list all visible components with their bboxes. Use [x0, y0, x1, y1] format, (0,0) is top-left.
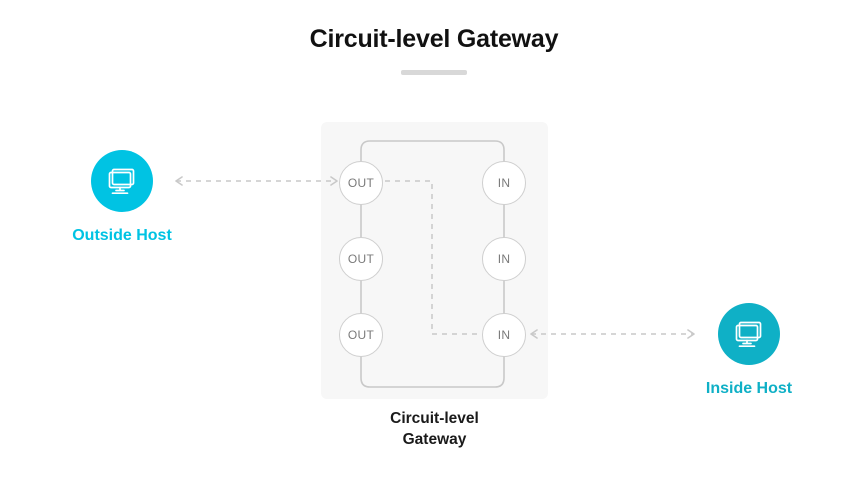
page-title: Circuit-level Gateway — [309, 25, 559, 53]
gateway-caption-line-2: Gateway — [402, 430, 467, 448]
port-in-3[interactable]: IN — [482, 313, 526, 357]
port-out-2[interactable]: OUT — [339, 237, 383, 281]
desktop-monitor-icon — [108, 168, 135, 195]
gateway-caption: Circuit-level Gateway — [321, 409, 548, 451]
port-in-1-label: IN — [497, 176, 511, 190]
outside-host-avatar — [91, 150, 153, 212]
inside-host-avatar — [718, 303, 780, 365]
port-out-1-label: OUT — [347, 176, 375, 190]
outside-host-label: Outside Host — [72, 227, 172, 244]
node-inside-host[interactable]: Inside Host — [659, 303, 839, 398]
title-divider — [401, 69, 467, 75]
port-in-3-label: IN — [497, 328, 511, 342]
port-out-3-label: OUT — [347, 328, 375, 342]
header: Circuit-level Gateway — [0, 25, 868, 75]
port-out-2-label: OUT — [347, 252, 375, 266]
port-in-1[interactable]: IN — [482, 161, 526, 205]
port-out-1[interactable]: OUT — [339, 161, 383, 205]
node-outside-host[interactable]: Outside Host — [32, 150, 212, 245]
port-in-2[interactable]: IN — [482, 237, 526, 281]
port-in-2-label: IN — [497, 252, 511, 266]
desktop-monitor-icon — [735, 321, 762, 348]
port-out-3[interactable]: OUT — [339, 313, 383, 357]
gateway-caption-line-1: Circuit-level — [390, 410, 479, 427]
inside-host-label: Inside Host — [705, 380, 793, 397]
